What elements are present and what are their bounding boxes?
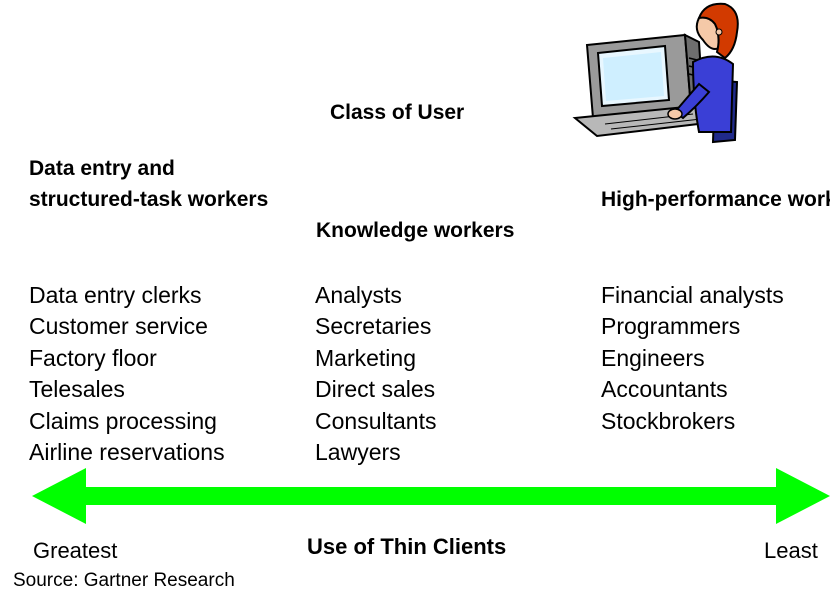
diagram-title: Class of User: [330, 101, 465, 124]
list-item: Customer service: [29, 313, 208, 340]
list-item: Lawyers: [315, 439, 401, 466]
axis-end-greatest: Greatest: [33, 538, 118, 563]
list-item: Programmers: [601, 313, 741, 340]
list-item: Data entry clerks: [29, 282, 202, 308]
list-item: Secretaries: [315, 313, 432, 340]
arrow-shape: [32, 468, 830, 524]
list-item: Stockbrokers: [601, 407, 736, 434]
column-heading-knowledge: Knowledge workers: [316, 219, 515, 242]
list-item: Financial analysts: [601, 282, 784, 308]
list-item: Accountants: [601, 376, 728, 403]
list-high-performance-workers: Financial analysts Programmers Engineers…: [601, 280, 784, 437]
list-item: Factory floor: [29, 344, 157, 371]
list-item: Airline reservations: [29, 439, 225, 466]
column-heading-data-entry: Data entry and structured-task workers: [29, 157, 269, 211]
list-knowledge-workers: Analysts Secretaries Marketing Direct sa…: [315, 280, 436, 468]
source-note: Source: Gartner Research: [13, 570, 235, 591]
list-item: Telesales: [29, 376, 125, 403]
list-item: Direct sales: [315, 376, 436, 403]
person-at-computer-icon: [572, 2, 739, 144]
column-heading-high-performance: High-performance workers: [601, 188, 830, 211]
list-item: Marketing: [315, 344, 416, 371]
list-item: Claims processing: [29, 407, 217, 434]
list-item: Analysts: [315, 282, 402, 308]
axis-end-least: Least: [764, 538, 818, 563]
list-data-entry-workers: Data entry clerks Customer service Facto…: [29, 280, 225, 468]
double-arrow-icon: [32, 468, 830, 524]
list-item: Consultants: [315, 407, 437, 434]
list-item: Engineers: [601, 344, 705, 371]
axis-title: Use of Thin Clients: [307, 534, 507, 559]
